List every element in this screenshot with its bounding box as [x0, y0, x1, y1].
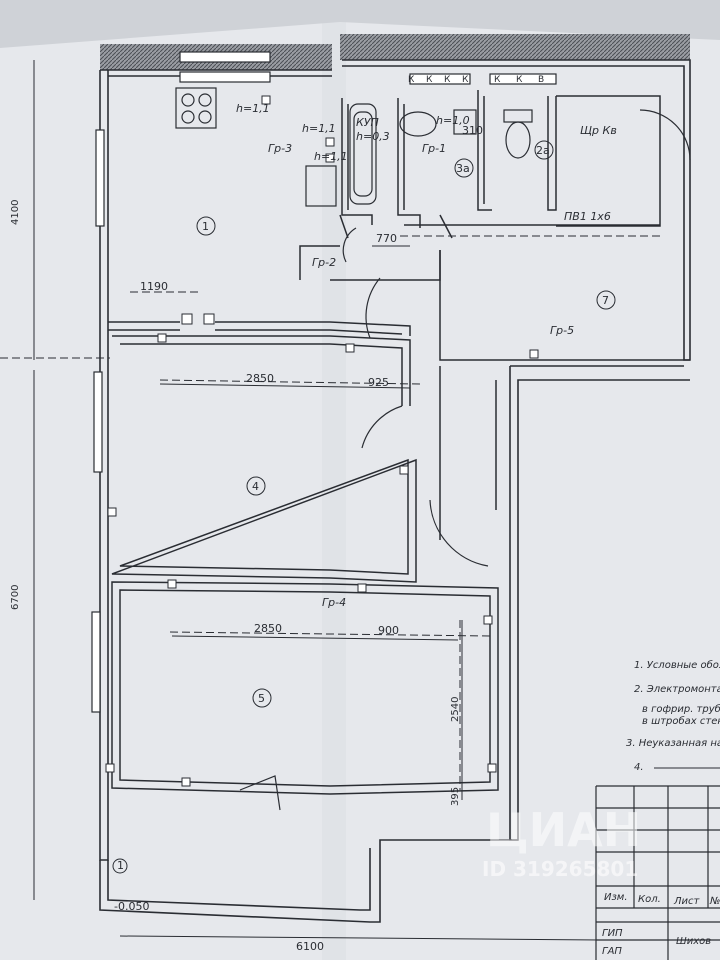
- kitchen-fixtures: [175, 51, 337, 207]
- room-5: 5: [258, 692, 265, 705]
- interior-walls: [108, 90, 661, 795]
- k-mark: К: [462, 75, 469, 85]
- dim-770: 770: [376, 232, 397, 245]
- label-level: -0.050: [114, 900, 149, 913]
- room-1: 1: [202, 220, 209, 233]
- dim-2540: 2540: [450, 697, 461, 722]
- room-3a: 3а: [456, 162, 470, 175]
- note-4: 4.: [634, 762, 644, 773]
- label-gr5: Гр-5: [550, 324, 574, 337]
- dim-310: 310: [462, 124, 483, 137]
- title-gip: ГИП: [602, 928, 623, 939]
- label-kup: КУП: [356, 116, 379, 129]
- wiring-lines: [0, 235, 660, 790]
- dim-2850-lower: 2850: [254, 622, 282, 635]
- dimension-lines: [33, 60, 601, 941]
- watermark-id: ID 319265801: [482, 857, 638, 881]
- room-4: 4: [252, 480, 259, 493]
- title-list: Лист: [673, 896, 701, 907]
- dim-2850-upper: 2850: [246, 372, 274, 385]
- title-kol: Кол.: [638, 894, 661, 905]
- title-izm: Изм.: [604, 892, 628, 903]
- title-name: Шихов: [676, 936, 711, 947]
- k-marks: К К К К К К В: [408, 75, 544, 85]
- dim-6100: 6100: [296, 940, 324, 953]
- label-h11-right1: h=1,1: [302, 122, 336, 135]
- k-mark: К: [516, 75, 523, 85]
- watermark-logo: ЦИАН: [486, 803, 641, 857]
- room-markers: [112, 140, 616, 874]
- note-2a: в гофрир. трубе: [642, 703, 720, 715]
- dim-4100: 4100: [10, 200, 21, 225]
- dim-6700: 6700: [10, 585, 21, 610]
- label-gr3: Гр-3: [268, 142, 292, 155]
- note-2: 2. Электромонтаж с: [634, 684, 720, 695]
- doors: [239, 109, 691, 811]
- dim-395: 395: [450, 787, 461, 806]
- k-mark: К: [426, 75, 433, 85]
- label-shchkv: Щр Кв: [580, 124, 617, 137]
- note-1: 1. Условные обозна: [634, 659, 720, 671]
- window-markers: [91, 129, 105, 713]
- k-mark: К: [408, 75, 415, 85]
- general-notes: 1. Условные обозна 2. Электромонтаж с в …: [626, 659, 720, 773]
- label-h10: h=1,0: [436, 114, 470, 127]
- label-pv: ПВ1 1x6: [564, 210, 611, 223]
- exterior-wall-top: [100, 34, 690, 70]
- dim-1190: 1190: [140, 280, 168, 293]
- dim-925: 925: [368, 376, 389, 389]
- label-gr1: Гр-1: [422, 142, 446, 155]
- label-h03: h=0,3: [356, 130, 390, 143]
- bathroom-fixtures: [349, 73, 557, 205]
- label-h11-kitchen: h=1,1: [236, 102, 270, 115]
- room-1-balcony: 1: [117, 859, 124, 872]
- title-gap: ГАП: [602, 946, 622, 957]
- label-gr2: Гр-2: [312, 256, 336, 269]
- outlet-marks: [105, 95, 539, 787]
- room-2a: 2а: [536, 144, 550, 157]
- room-7: 7: [602, 294, 609, 307]
- title-block: [595, 785, 720, 960]
- k-mark: К: [494, 75, 501, 85]
- label-h11-right2: h=1,1: [314, 150, 348, 163]
- label-gr4: Гр-4: [322, 596, 346, 609]
- note-3: 3. Неуказанная на с: [626, 738, 720, 749]
- title-no: №: [709, 896, 720, 907]
- note-2b: в штробах стен: [642, 715, 720, 727]
- k-mark: В: [538, 75, 544, 85]
- k-mark: К: [444, 75, 451, 85]
- dim-900: 900: [378, 624, 399, 637]
